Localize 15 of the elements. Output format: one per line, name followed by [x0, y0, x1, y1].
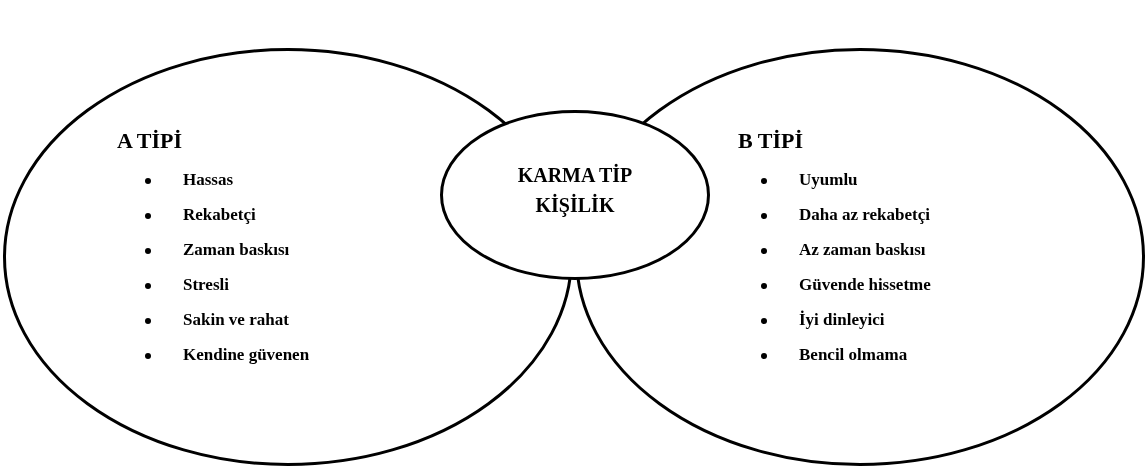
list-item-text: Güvende hissetme: [799, 275, 931, 295]
list-item-text: İyi dinleyici: [799, 310, 885, 330]
list-item-text: Daha az rekabetçi: [799, 205, 930, 225]
list-item-text: Uyumlu: [799, 170, 858, 190]
heading: B TİPİ: [738, 128, 803, 154]
list-item-text: Sakin ve rahat: [183, 310, 289, 330]
center-label: KARMA TİP KİŞİLİK: [516, 163, 634, 219]
list-item-text: Hassas: [183, 170, 234, 190]
list-item-text: Rekabetçi: [183, 205, 256, 225]
heading: A TİPİ: [117, 128, 182, 154]
list-item-text: Stresli: [183, 275, 229, 295]
list-item-text: Zaman baskısı: [183, 240, 290, 260]
list-item-text: Kendine güvenen: [183, 345, 310, 365]
list-item-text: Az zaman baskısı: [799, 240, 926, 260]
list-item-text: Bencil olmama: [799, 345, 908, 365]
